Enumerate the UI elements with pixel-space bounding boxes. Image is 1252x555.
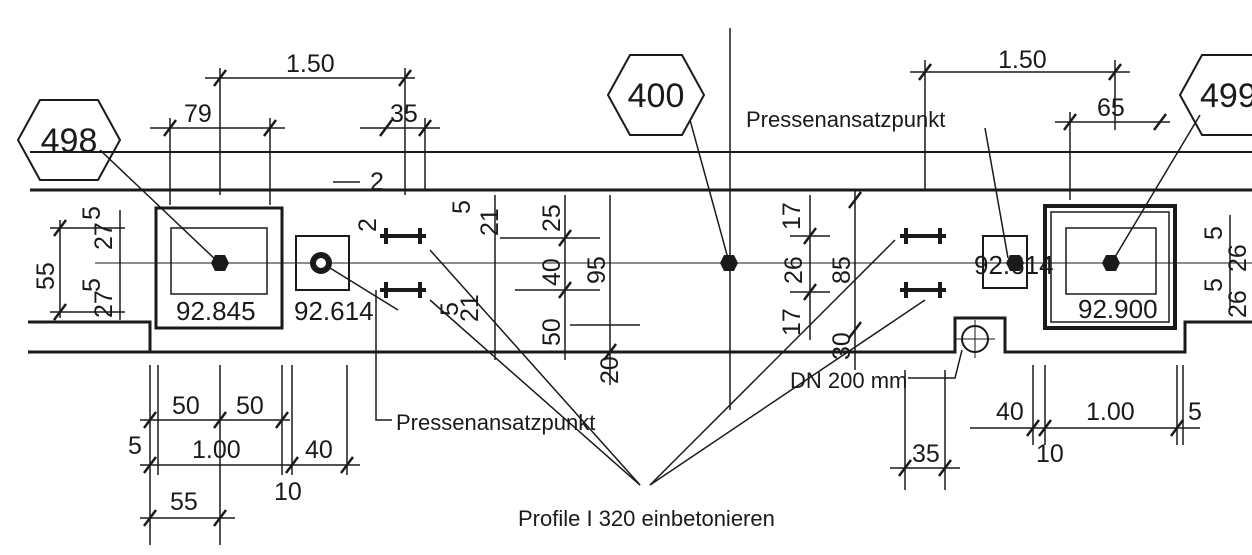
wall-structure [28,28,1252,410]
tag-400-text: 400 [628,77,685,115]
dim-top-left-2: 79 [184,100,212,128]
dim-right-1: 17 [778,202,806,230]
dim-far-right-2: 26 [1224,244,1252,272]
wall-bottom-edge [28,316,1252,354]
dim-left-2: 27 [90,222,118,250]
label-profile-note: Profile I 320 einbetonieren [518,506,775,531]
dim-left-3: 5 [78,206,106,220]
dim-right-3: 85 [828,256,856,284]
leaders [99,114,1201,486]
elevation-499: 92.900 [1078,294,1158,324]
dim-mid-6: 5 [436,302,464,316]
dim-bottom-left-4: 1.00 [192,436,241,464]
dim-mid-7: 21 [456,294,484,322]
dim-bottom-left-7: 55 [170,488,198,516]
dim-mid-1: 25 [538,204,566,232]
label-press-point-bottom: Pressenansatzpunkt [396,410,595,435]
elevation-press-right: 92.614 [974,250,1054,280]
dim-right-4: 17 [778,308,806,336]
dim-left-1: 55 [32,262,60,290]
dim-bottom-right-2: 1.00 [1086,398,1135,426]
dim-bottom-left-6: 10 [274,478,302,506]
label-press-point-top: Pressenansatzpunkt [746,107,945,132]
dim-top-right-2: 65 [1097,94,1125,122]
dim-bottom-left-2: 50 [236,392,264,420]
dim-top-left-5: 2 [354,218,382,232]
dim-bottom-right-1: 40 [996,398,1024,426]
dim-bottom-left-3: 5 [128,432,142,460]
dim-mid-5: 20 [596,356,624,384]
hex-marker-icon [1006,255,1024,271]
i-profile-upper-right [900,228,946,244]
tag-499[interactable]: 499 [1178,54,1252,136]
dimension-ticks [53,63,1184,527]
dim-left-4: 5 [78,278,106,292]
dim-far-right-4: 26 [1224,290,1252,318]
dim-right-5: 30 [828,332,856,360]
dim-top-right-1: 1.50 [998,46,1047,74]
dim-top-left-4: 2 [370,168,384,196]
press-block-right [982,235,1028,289]
i-profiles [380,228,946,298]
dim-right-2: 26 [780,256,808,284]
i-profile-lower-left [380,282,426,298]
dim-top-left-7: 21 [476,208,504,236]
dim-top-left-3: 35 [390,100,418,128]
dim-mid-2: 40 [538,258,566,286]
elevation-press-left: 92.614 [294,296,374,326]
tag-400[interactable]: 400 [606,54,706,136]
dim-bottom-right-4: 10 [1036,440,1064,468]
dim-mid-4: 95 [583,256,611,284]
dim-far-right-1: 5 [1200,226,1228,240]
chamber-498 [154,206,284,330]
dim-left-5: 27 [90,290,118,318]
tag-499-text: 499 [1200,77,1252,115]
tag-498-text: 498 [41,122,98,160]
dim-top-left-1: 1.50 [286,50,335,78]
dim-mid-3: 50 [538,318,566,346]
dim-bottom-right-3: 5 [1188,398,1202,426]
shaft-markers [211,252,1120,274]
dim-bottom-right-5: 35 [912,440,940,468]
chamber-499 [1043,204,1177,330]
label-pipe: DN 200 mm [790,368,907,393]
dim-far-right-3: 5 [1200,278,1228,292]
hex-marker-icon [1102,255,1120,271]
pipe-dn200 [955,320,995,358]
hex-marker-icon [720,255,738,271]
i-profile-lower-right [900,282,946,298]
tag-498[interactable]: 498 [16,99,122,181]
dimension-lines [50,60,1231,545]
elevation-498: 92.845 [176,296,256,326]
dim-bottom-left-5: 40 [305,436,333,464]
i-profile-upper-left [380,228,426,244]
dim-top-left-6: 5 [448,200,476,214]
dim-bottom-left-1: 50 [172,392,200,420]
press-block-left [295,235,350,291]
